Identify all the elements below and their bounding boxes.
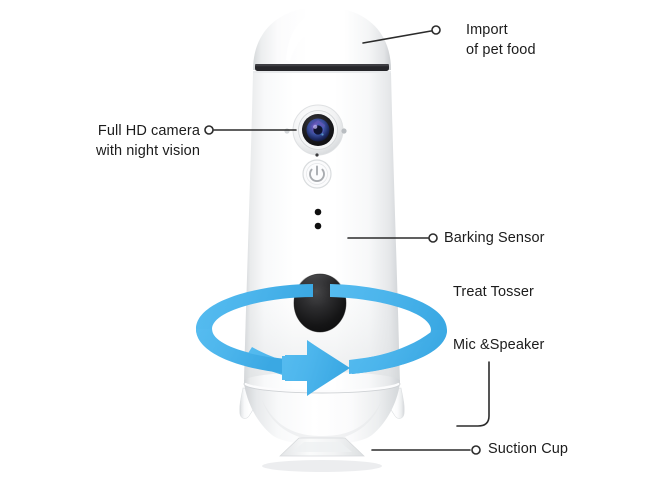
endpoint-camera (204, 125, 214, 135)
mic-hole-2 (314, 222, 322, 230)
power-button[interactable] (302, 159, 332, 189)
treat-tosser-opening (293, 273, 347, 333)
mic-holes (314, 208, 322, 230)
callout-camera-line1: Full HD camera (97, 123, 200, 139)
endpoint-suction (471, 445, 481, 455)
status-led (315, 153, 319, 157)
callout-suction-cup: Suction Cup (488, 441, 569, 457)
endpoint-barking (428, 233, 438, 243)
callout-import-of-pet-food: Import of pet food (466, 21, 536, 60)
ir-sensor-right (341, 128, 347, 134)
device-base (239, 383, 405, 445)
callout-treat-tosser: Treat Tosser (453, 284, 534, 300)
endpoint-import (431, 25, 441, 35)
leader-lines (213, 30, 490, 451)
rotation-arrow (196, 284, 447, 396)
callout-import-line2: of pet food (466, 41, 536, 58)
lid-seam (253, 64, 391, 73)
base-cone (244, 383, 400, 445)
leader-endpoints (204, 25, 481, 455)
callout-barking-sensor: Barking Sensor (444, 230, 545, 246)
callout-full-hd-camera: Full HD camera with night vision (0, 122, 200, 161)
camera-lens (292, 104, 344, 156)
leader-mic-bracket (456, 361, 490, 427)
leader-import (362, 30, 432, 44)
mic-hole-1 (314, 208, 322, 216)
ground-shadow (262, 460, 382, 472)
ir-sensor-left (284, 128, 290, 134)
callout-import-line1: Import (466, 22, 508, 38)
callout-camera-line2: with night vision (95, 142, 200, 159)
callout-mic-speaker: Mic &Speaker (453, 337, 545, 353)
device-lid (253, 7, 391, 70)
suction-cup-pad (279, 437, 365, 457)
